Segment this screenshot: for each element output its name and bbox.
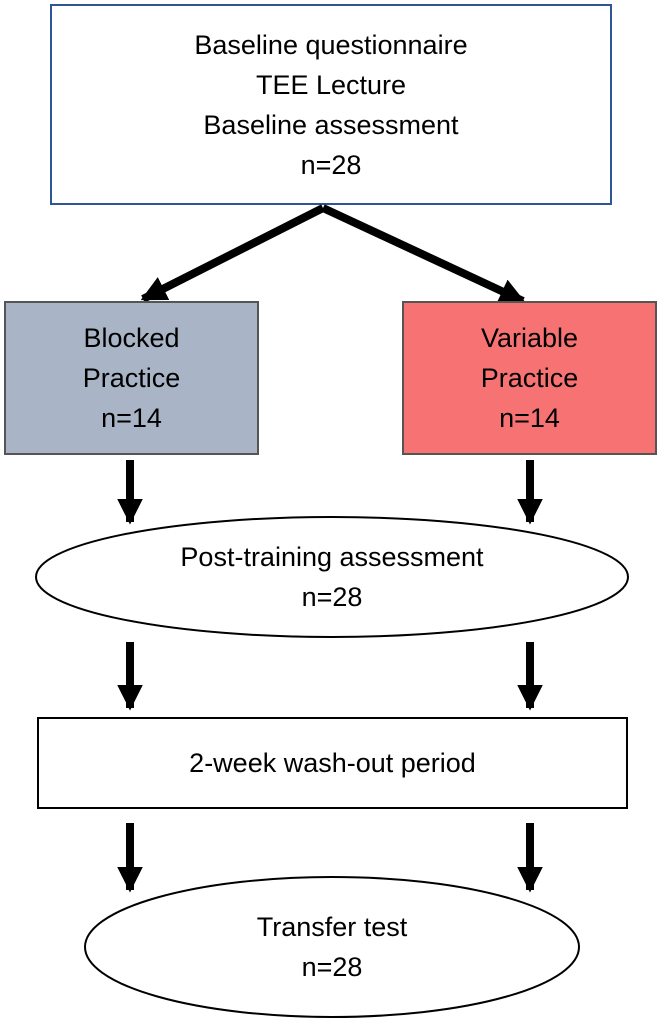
baseline-line-2: TEE Lecture	[255, 69, 407, 100]
blocked-line-2: Practice	[82, 363, 181, 393]
blocked-practice-label: Blocked Practice n=14	[5, 302, 258, 454]
variable-count: n=14	[499, 403, 560, 433]
post-training-ellipse	[35, 516, 629, 638]
variable-line-2: Practice	[480, 363, 579, 393]
baseline-label: Baseline questionnaire TEE Lecture Basel…	[51, 5, 611, 204]
post-training-count: n=28	[301, 582, 363, 612]
baseline-line-3: Baseline assessment	[203, 109, 459, 140]
transfer-test-ellipse	[84, 876, 580, 1018]
blocked-practice-box	[4, 301, 259, 455]
washout-line-1: 2-week wash-out period	[189, 748, 476, 778]
washout-label: 2-week wash-out period	[38, 718, 627, 808]
baseline-line-1: Baseline questionnaire	[194, 29, 468, 60]
post-training-line-1: Post-training assessment	[180, 542, 484, 572]
variable-practice-label: Variable Practice n=14	[403, 302, 656, 454]
post-training-label: Post-training assessment n=28	[36, 517, 628, 637]
transfer-test-label: Transfer test n=28	[85, 877, 579, 1017]
variable-practice-box	[402, 301, 657, 455]
blocked-line-1: Blocked	[83, 323, 180, 353]
baseline-box	[50, 4, 612, 205]
arrow-to-variable	[321, 204, 526, 305]
blocked-count: n=14	[101, 403, 162, 433]
variable-line-1: Variable	[480, 323, 579, 353]
washout-box	[37, 717, 628, 809]
arrow-to-blocked	[140, 204, 325, 303]
transfer-count: n=28	[301, 952, 363, 982]
baseline-count: n=28	[300, 149, 362, 180]
transfer-line-1: Transfer test	[256, 912, 408, 942]
